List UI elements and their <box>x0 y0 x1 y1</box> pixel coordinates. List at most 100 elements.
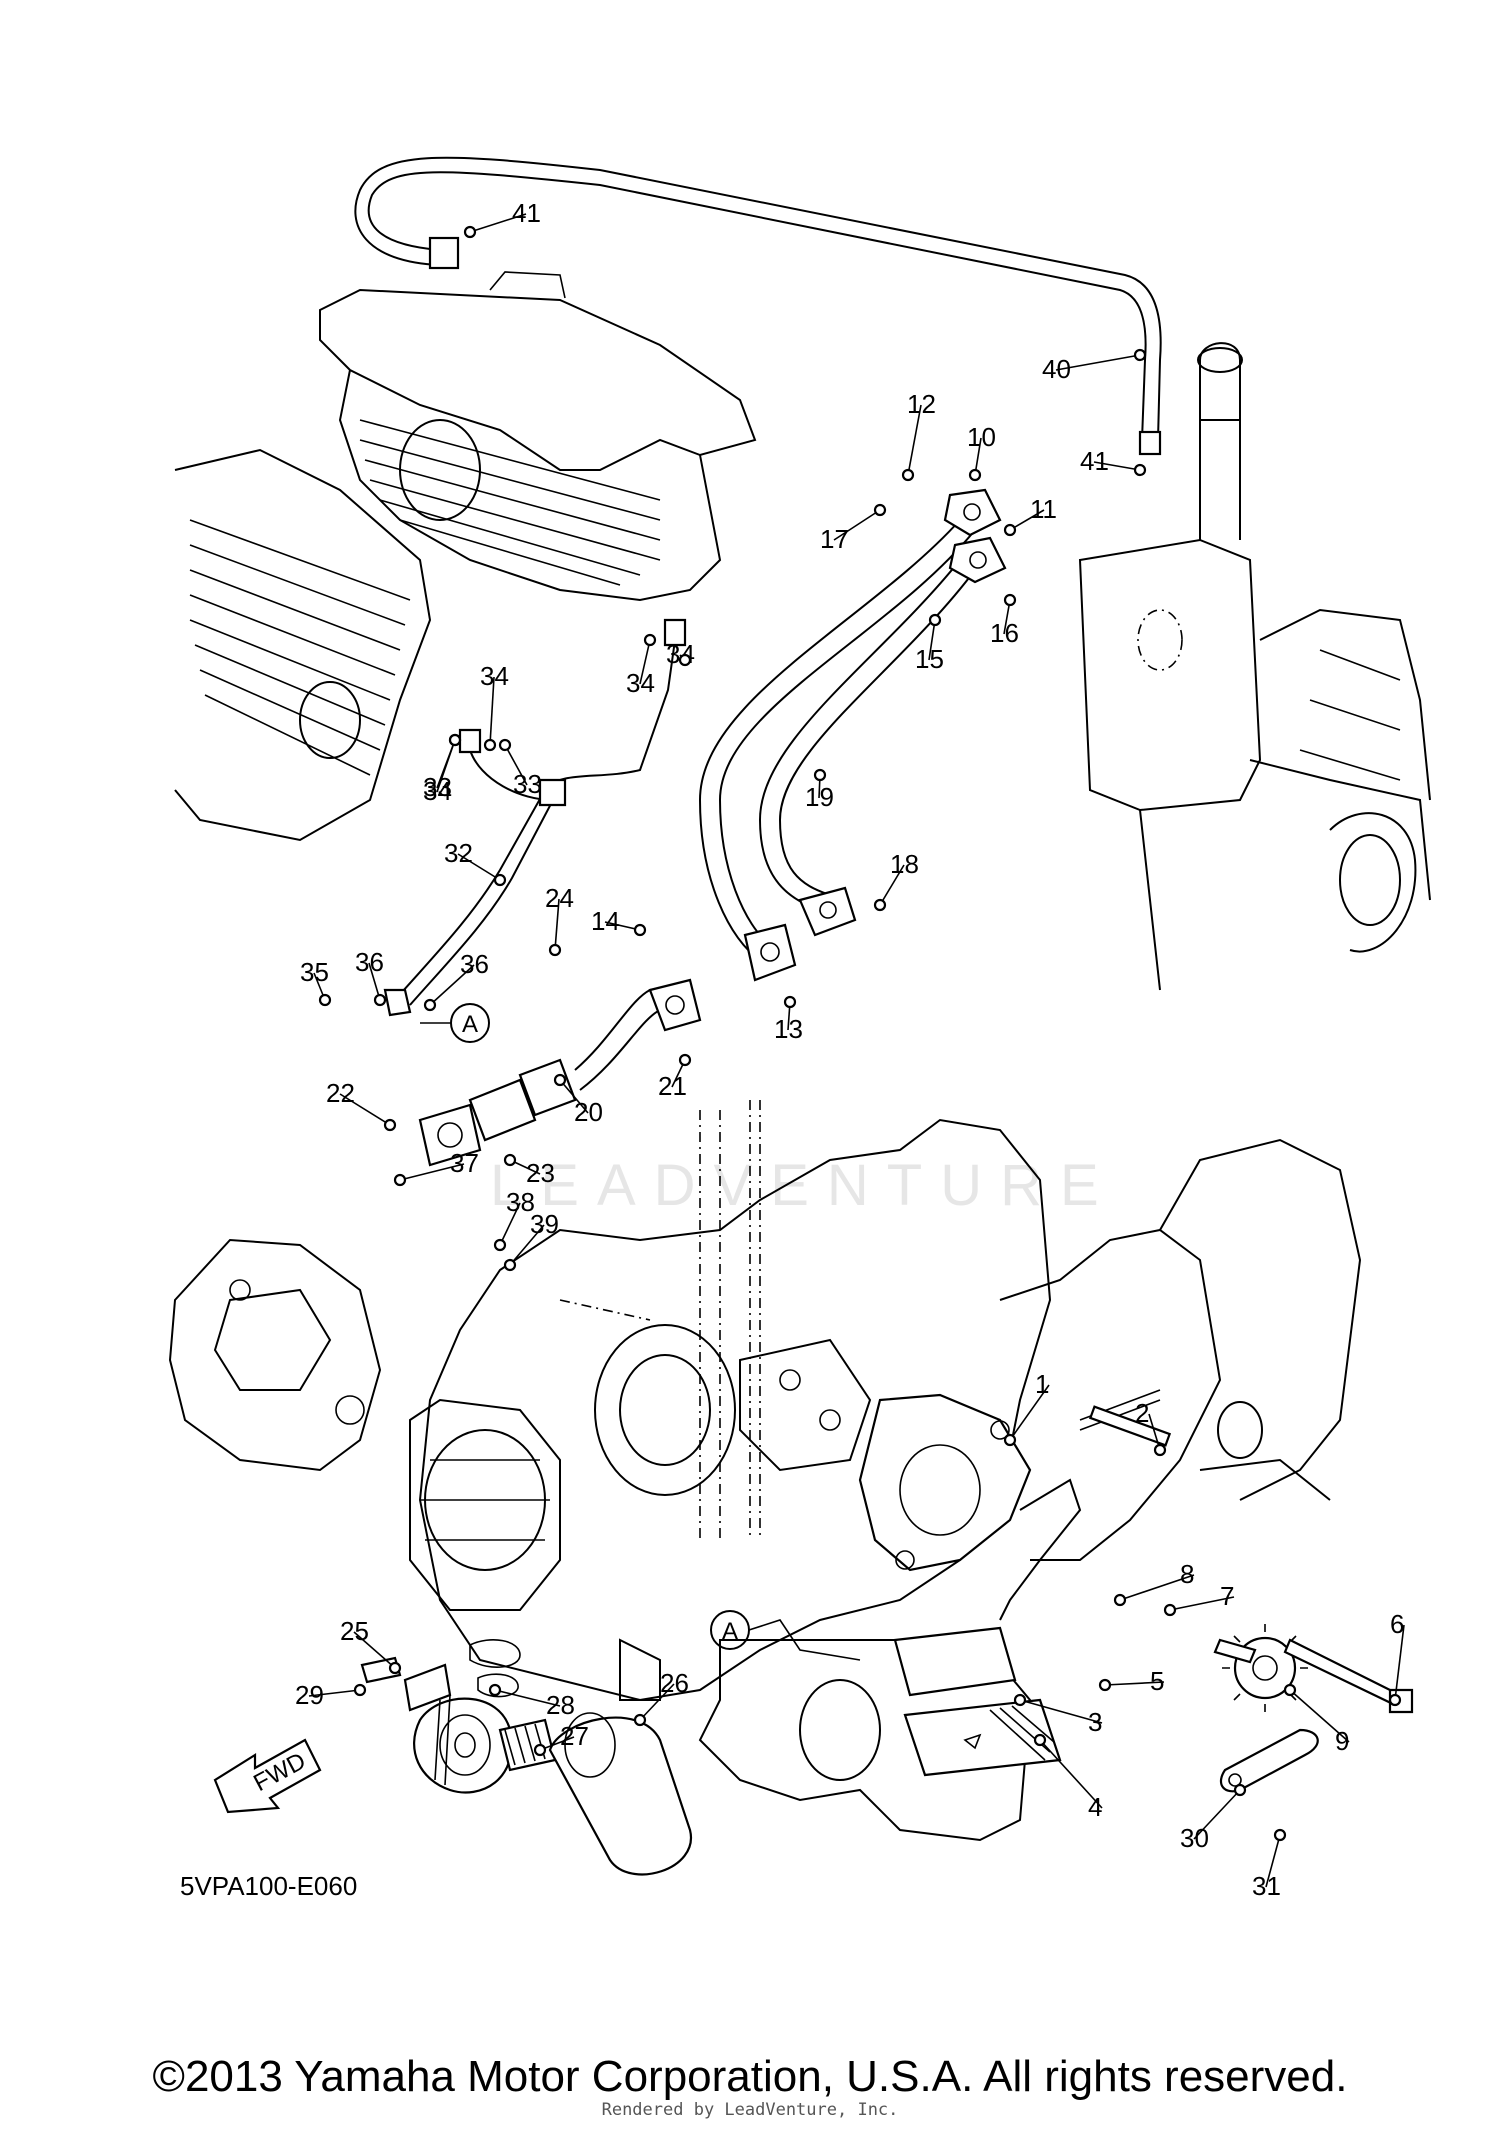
callout-7: 7 <box>1220 1581 1234 1611</box>
hardware-marker <box>678 1053 692 1067</box>
hardware-marker <box>493 1238 507 1252</box>
callout-17: 17 <box>820 524 849 554</box>
hardware-marker <box>678 653 692 667</box>
leader-line <box>1009 509 1045 531</box>
hardware-marker <box>1163 1603 1177 1617</box>
hardware-marker <box>393 1173 407 1187</box>
leader-line <box>1019 1699 1103 1724</box>
leader-line <box>639 1683 675 1721</box>
hardware-marker <box>553 1073 567 1087</box>
ref-marker-a-top: A <box>420 1003 490 1043</box>
svg-text:A: A <box>722 1618 738 1645</box>
hardware-marker <box>423 998 437 1012</box>
hardware-marker <box>1233 1783 1247 1797</box>
leader-line <box>1169 1596 1235 1611</box>
hardware-marker <box>373 993 387 1007</box>
leader-line <box>974 437 982 476</box>
callout-34: 34 <box>423 776 452 806</box>
callout-37: 37 <box>450 1148 479 1178</box>
stopper-plate <box>1219 1728 1319 1793</box>
fwd-arrow-icon: FWD <box>213 1738 322 1814</box>
callout-34: 34 <box>626 668 655 698</box>
callout-6: 6 <box>1390 1609 1404 1639</box>
hardware-marker <box>503 1153 517 1167</box>
callout-20: 20 <box>574 1097 603 1127</box>
callout-23: 23 <box>526 1158 555 1188</box>
hardware-marker <box>483 738 497 752</box>
leader-line <box>1039 1739 1103 1809</box>
leader-line <box>353 1631 396 1669</box>
leader-line <box>1193 1789 1241 1840</box>
callout-13: 13 <box>774 1014 803 1044</box>
frame-and-tank <box>1078 342 1431 991</box>
hardware-marker <box>1283 1683 1297 1697</box>
hardware-marker <box>873 503 887 517</box>
leader-line <box>429 964 475 1006</box>
callout-18: 18 <box>890 849 919 879</box>
callout-12: 12 <box>907 389 936 419</box>
oil-pipe-32 <box>383 618 687 1017</box>
hardware-marker <box>1388 1693 1402 1707</box>
hardware-marker <box>383 1118 397 1132</box>
callout-25: 25 <box>340 1616 369 1646</box>
ref-marker-a-bottom: A <box>710 1610 861 1661</box>
callout-2: 2 <box>1135 1398 1149 1428</box>
callout-33: 33 <box>423 772 452 802</box>
hardware-marker <box>1113 1593 1127 1607</box>
oil-delivery-pipes <box>698 488 1007 982</box>
leader-line <box>308 1689 361 1697</box>
hardware-marker <box>1003 1433 1017 1447</box>
hardware-marker <box>1003 593 1017 607</box>
hardware-marker <box>633 923 647 937</box>
hardware-marker <box>1133 348 1147 362</box>
leader-line <box>554 898 560 951</box>
callout-41: 41 <box>1080 446 1109 476</box>
hardware-marker <box>493 873 507 887</box>
callout-39: 39 <box>530 1209 559 1239</box>
hardware-marker <box>968 468 982 482</box>
callout-40: 40 <box>1042 354 1071 384</box>
breather-hose <box>354 156 1162 456</box>
hardware-marker <box>1033 1733 1047 1747</box>
hardware-marker <box>643 633 657 647</box>
callout-24: 24 <box>545 883 574 913</box>
callout-14: 14 <box>591 906 620 936</box>
svg-text:A: A <box>462 1011 478 1038</box>
hardware-marker <box>813 768 827 782</box>
figure-code: 5VPA100-E060 <box>180 1871 357 1901</box>
leader-line <box>1119 1574 1195 1601</box>
callout-3: 3 <box>1088 1707 1102 1737</box>
leader-line <box>457 853 501 881</box>
leader-line <box>1265 1834 1281 1888</box>
leader-line <box>559 1079 589 1114</box>
hardware-marker <box>1003 523 1017 537</box>
callout-15: 15 <box>915 644 944 674</box>
hardware-marker <box>783 995 797 1009</box>
hardware-marker <box>498 738 512 752</box>
leader-line <box>1394 1624 1405 1701</box>
hardware-marker <box>533 1743 547 1757</box>
callout-34: 34 <box>480 661 509 691</box>
hardware-marker <box>928 613 942 627</box>
callout-31: 31 <box>1252 1871 1281 1901</box>
leader-line <box>469 213 527 233</box>
leader-line <box>1009 1384 1050 1441</box>
leader-line <box>1055 354 1141 371</box>
callout-21: 21 <box>658 1071 687 1101</box>
oil-strainer <box>893 1626 1062 1777</box>
oil-pump <box>858 1389 1172 1621</box>
hardware-marker <box>1273 1828 1287 1842</box>
hardware-marker <box>503 1258 517 1272</box>
leader-line <box>1289 1689 1350 1743</box>
callout-5: 5 <box>1150 1666 1164 1696</box>
callout-4: 4 <box>1088 1792 1102 1822</box>
leader-line <box>1148 1413 1161 1451</box>
hardware-marker <box>1133 463 1147 477</box>
leader-line <box>1093 461 1141 471</box>
rendered-by-credit: Rendered by LeadVenture, Inc. <box>601 2100 899 2120</box>
oil-filter-assembly <box>360 1639 693 1876</box>
callout-1: 1 <box>1035 1369 1049 1399</box>
callout-22: 22 <box>326 1078 355 1108</box>
leader-line <box>1104 1681 1165 1686</box>
callout-36: 36 <box>355 947 384 977</box>
